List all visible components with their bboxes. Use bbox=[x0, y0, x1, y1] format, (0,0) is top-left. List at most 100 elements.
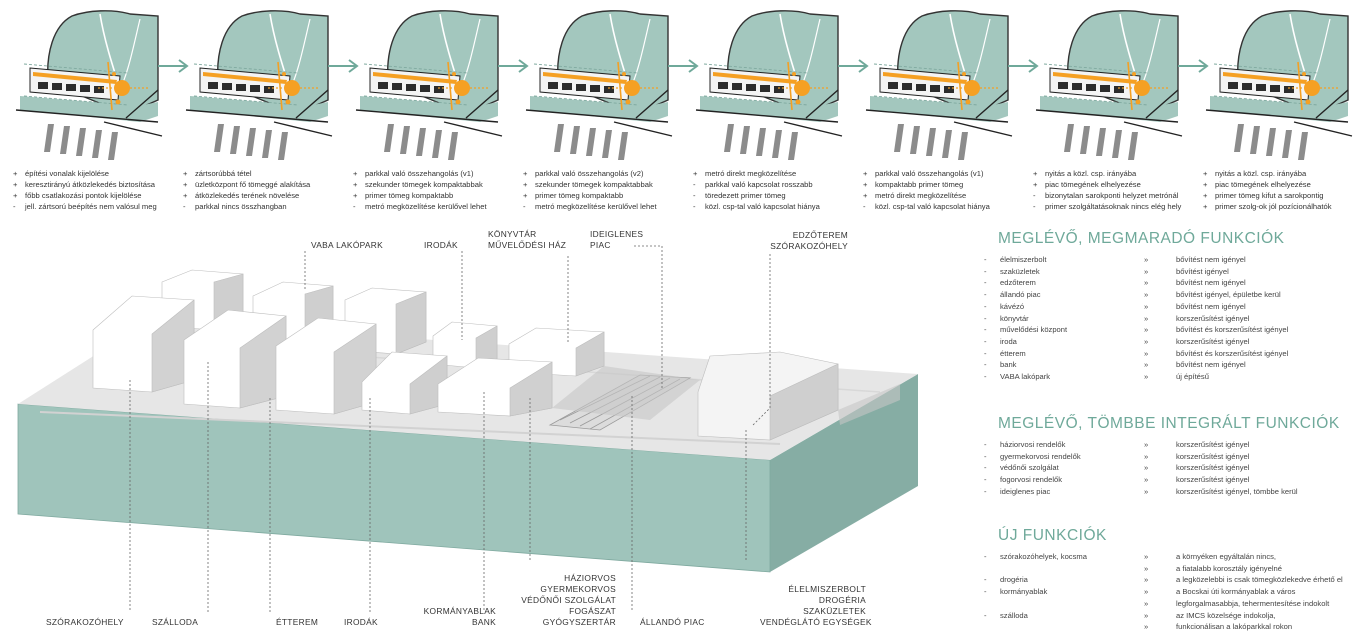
function-row: -iroda»korszerűsítést igényel bbox=[984, 336, 1348, 348]
note-text: parkkal nincs összhangban bbox=[195, 202, 287, 211]
function-name: védőnői szolgálat bbox=[1000, 463, 1059, 473]
note-text: primer tömeg kompaktabb bbox=[365, 191, 454, 200]
label-irodak-bottom: IRODÁK bbox=[344, 617, 378, 627]
leader-lines bbox=[129, 245, 771, 612]
step-note-line: + zártsorúbbá tétel bbox=[183, 168, 343, 179]
function-row: -ideiglenes piac»korszerűsítést igényel,… bbox=[984, 486, 1348, 498]
step-note-line: -primer szolgáltatásoknak nincs elég hel… bbox=[1033, 201, 1193, 212]
note-marker: + bbox=[1033, 169, 1038, 178]
note-text: zártsorúbbá tétel bbox=[195, 169, 252, 178]
note-text: nyitás a közl. csp. irányába bbox=[1045, 169, 1137, 178]
step-1-sketch bbox=[15, 9, 163, 161]
function-name: könyvtár bbox=[1000, 313, 1029, 323]
note-marker: + bbox=[183, 169, 188, 178]
step-note-line: +parkkal való összehangolás (v2) bbox=[523, 168, 683, 179]
step-note-line: +parkkal való összehangolás (v1) bbox=[863, 168, 1023, 179]
function-status: az IMCS közelsége indokolja, bbox=[1176, 610, 1276, 620]
note-text: metró megközelítése kerülővel lehet bbox=[365, 202, 487, 211]
dash-icon: - bbox=[984, 266, 987, 276]
arrow-icon bbox=[837, 59, 868, 73]
note-text: parkkal való összehangolás (v1) bbox=[365, 169, 474, 178]
dash-icon: - bbox=[984, 451, 987, 461]
note-text: metró megközelítése kerülővel lehet bbox=[535, 202, 657, 211]
function-name: étterem bbox=[1000, 348, 1026, 358]
dash-icon bbox=[984, 598, 1000, 610]
function-name: élelmiszerbolt bbox=[1000, 255, 1047, 264]
chevron-icon: » bbox=[1144, 610, 1149, 620]
step-3-notes: +parkkal való összehangolás (v1)+szekund… bbox=[353, 168, 513, 212]
dash-icon: - bbox=[984, 313, 987, 323]
step-note-line: -közl. csp-tal való kapcsolat hiánya bbox=[863, 201, 1023, 212]
function-status: a legközelebbi is csak tömegközlekedve é… bbox=[1176, 575, 1343, 585]
label-etterem: ÉTTEREM bbox=[276, 617, 319, 627]
label-szalloda: SZÁLLODA bbox=[152, 617, 199, 627]
function-name: ideiglenes piac bbox=[1000, 486, 1051, 496]
note-marker: - bbox=[183, 202, 186, 211]
dash-icon: - bbox=[984, 348, 987, 358]
site-model bbox=[17, 269, 918, 573]
note-text: primer tömeg kompaktabb bbox=[535, 191, 624, 200]
step-note-line: +építési vonalak kijelölése bbox=[13, 168, 173, 179]
section-title: MEGLÉVŐ, TÖMBBE INTEGRÁLT FUNKCIÓK bbox=[998, 415, 1340, 432]
function-row: - fogorvosi rendelők » korszerűsítést igény… bbox=[984, 474, 1348, 486]
step-2-notes: + zártsorúbbá tétel+üzletközpont fő tömeg… bbox=[183, 168, 343, 212]
function-name: szaküzletek bbox=[1000, 266, 1040, 276]
note-text: szekunder tömegek kompaktabbak bbox=[365, 180, 483, 189]
step-note-line: +primer tömeg kompaktabb bbox=[353, 190, 513, 201]
function-name: fogorvosi rendelők bbox=[1000, 475, 1063, 485]
step-note-line: -töredezett primer tömeg bbox=[693, 190, 853, 201]
function-row: -drogéria»a legközelebbi is csak tömegkö… bbox=[984, 574, 1348, 586]
dash-icon bbox=[984, 563, 1000, 575]
function-name bbox=[1000, 598, 1144, 610]
note-text: építési vonalak kijelölése bbox=[25, 169, 110, 178]
function-status: korszerűsítést igényel, tömbbe kerül bbox=[1176, 486, 1298, 496]
function-row: -élelmiszerbolt»bővítést nem igényel bbox=[984, 254, 1348, 266]
dash-icon: - bbox=[984, 301, 987, 311]
note-text: kompaktabb primer tömeg bbox=[875, 180, 964, 189]
label-irodak-top: IRODÁK bbox=[424, 240, 458, 250]
function-row: -bank»bővítést nem igényel bbox=[984, 359, 1348, 371]
note-marker: + bbox=[863, 180, 868, 189]
step-note-line: +üzletközpont fő tömeggé alakítása bbox=[183, 179, 343, 190]
note-marker: + bbox=[863, 169, 868, 178]
note-marker: - bbox=[693, 202, 696, 211]
dash-icon: - bbox=[984, 475, 987, 485]
function-status: korszerűsítést igényel bbox=[1176, 440, 1250, 449]
note-marker: - bbox=[693, 180, 696, 189]
chevron-icon: » bbox=[1144, 475, 1149, 485]
function-row: -művelődési központ»bővítést és korszerű… bbox=[984, 324, 1348, 336]
note-text: üzletközpont fő tömeggé alakítása bbox=[195, 180, 311, 189]
note-text: piac tömegének elhelyezése bbox=[1045, 180, 1141, 189]
note-text: piac tömegének elhelyezése bbox=[1215, 180, 1311, 189]
step-note-line: +szekunder tömegek kompaktabbak bbox=[523, 179, 683, 190]
function-status: korszerűsítést igényel bbox=[1176, 475, 1250, 485]
dash-icon: - bbox=[984, 440, 987, 449]
function-status: bővítést igényel, épületbe kerül bbox=[1176, 290, 1281, 300]
step-note-line: +főbb csatlakozási pontok kijelölése bbox=[13, 190, 173, 201]
note-marker: + bbox=[863, 191, 868, 200]
function-status: a Bocskai úti kormányablak a város bbox=[1176, 587, 1296, 597]
function-name: iroda bbox=[1000, 336, 1017, 346]
note-marker: + bbox=[13, 180, 18, 189]
step-note-line: +metró direkt megközelítése bbox=[693, 168, 853, 179]
chevron-icon: » bbox=[1144, 440, 1149, 449]
function-status: korszerűsítést igényel bbox=[1176, 463, 1250, 473]
note-marker: + bbox=[523, 180, 528, 189]
function-row: -állandó piac»bővítést igényel, épületbe… bbox=[984, 289, 1348, 301]
step-6-sketch bbox=[865, 9, 1013, 161]
function-name: bank bbox=[1000, 360, 1017, 370]
step-note-line: +keresztirányú átközlekedés biztosítása bbox=[13, 179, 173, 190]
chevron-icon: » bbox=[1144, 575, 1149, 585]
function-status: korszerűsítést igényel bbox=[1176, 451, 1250, 461]
note-marker: + bbox=[523, 191, 528, 200]
chevron-icon: » bbox=[1144, 552, 1149, 561]
function-name: VABA lakópark bbox=[1000, 372, 1051, 382]
note-marker: + bbox=[1033, 180, 1038, 189]
note-marker: - bbox=[353, 202, 356, 211]
function-row: -szórakozóhelyek, kocsma»a környéken egy… bbox=[984, 551, 1348, 563]
